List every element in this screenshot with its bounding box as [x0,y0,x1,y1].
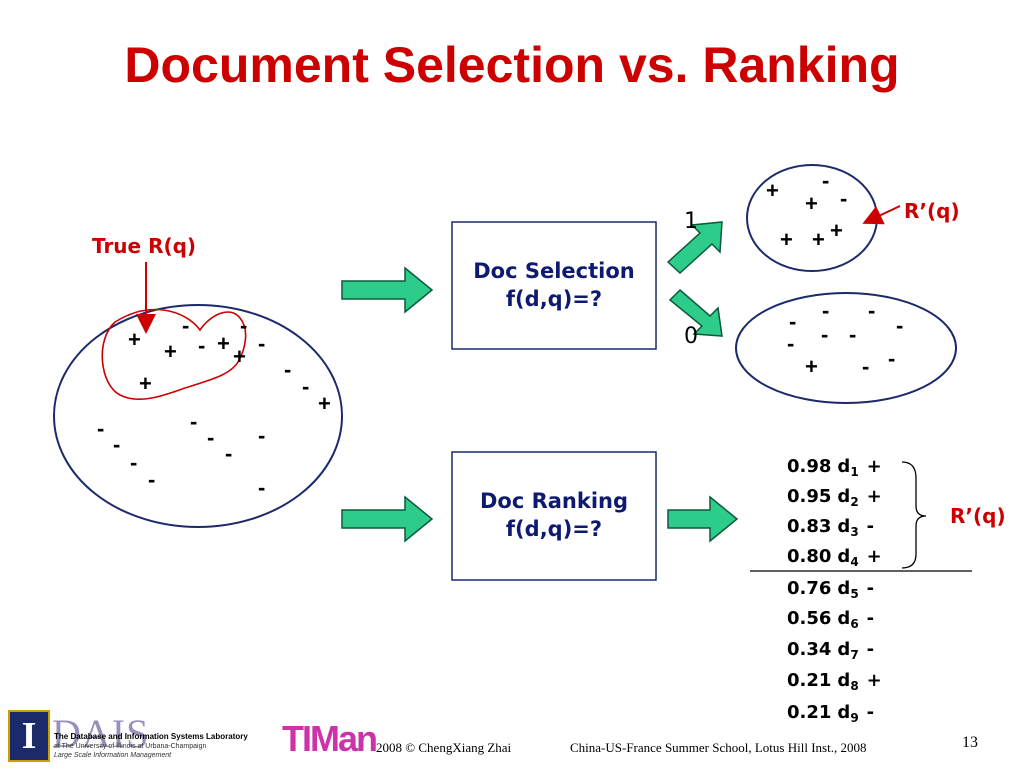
arrow-to-ranked-list [667,495,739,543]
doc-symbol: - [258,331,265,356]
doc-symbol: - [240,313,247,338]
doc-symbol: + [164,339,177,364]
rejected-set-symbols: - - - - - - - - + - [787,298,903,379]
doc-symbol: - [888,346,895,371]
true-rq-label: True R(q) [92,234,196,258]
arrow-branch-one [666,221,723,275]
doc-symbol: - [862,354,869,379]
doc-symbol: - [207,425,214,450]
dais-lab-affiliation: at The University of Illinois at Urbana-… [54,743,207,750]
branch-zero-label: 0 [684,324,698,349]
page-number: 13 [962,734,978,751]
doc-symbol: - [284,357,291,382]
doc-symbol: - [130,450,137,475]
arrow-branch-zero [668,288,723,337]
dais-lab-caption: The Database and Information Systems Lab… [54,732,284,760]
footer-event: China-US-France Summer School, Lotus Hil… [570,740,867,755]
dais-logo: DAIS [52,711,150,756]
arrow-to-selection [341,266,434,314]
selected-set-symbols: + - + - + + + [766,168,847,252]
doc-ranking-function: f(d,q)=? [506,517,602,541]
doc-symbol: + [139,371,152,396]
doc-symbol: - [789,309,796,334]
timan-logo: TIMan [282,718,378,759]
doc-symbol: + [812,227,825,252]
doc-symbol: + [830,218,843,243]
selected-rq-pointer [862,205,901,225]
doc-ranking-label: Doc Ranking [480,489,628,513]
doc-symbol: - [787,331,794,356]
doc-selection-function: f(d,q)=? [506,287,602,311]
doc-symbol: - [822,298,829,323]
rejected-set-ellipse [735,292,957,404]
slide-footer: I DAIS The Database and Information Syst… [0,700,1024,768]
doc-symbol: - [868,298,875,323]
university-logo: I [8,710,50,762]
doc-symbol: - [97,416,104,441]
ranked-rq-brace [901,461,927,569]
diagram-canvas: True R(q) + - - + - + + - + - - + - - - … [53,164,1006,693]
collection-ellipse [53,304,343,528]
doc-symbol: + [217,331,230,356]
doc-symbol: - [258,475,265,500]
doc-symbol: + [233,344,246,369]
dais-lab-name: The Database and Information Systems Lab… [54,732,248,741]
dais-lab-tagline: Large Scale Information Management [54,752,172,759]
doc-symbol: - [113,432,120,457]
doc-symbol: - [182,313,189,338]
doc-symbol: - [258,423,265,448]
doc-symbol: - [302,374,309,399]
ranked-rq-label: R’(q) [950,504,1006,528]
doc-symbol: + [805,354,818,379]
branch-one-label: 1 [684,209,698,234]
doc-symbol: - [822,168,829,193]
doc-symbol: - [225,441,232,466]
doc-selection-box [451,221,657,350]
collection-symbols: + - - + - + + - + - - + - - - - - - - - … [97,313,331,500]
doc-symbol: - [821,322,828,347]
doc-symbol: + [766,178,779,203]
doc-symbol: - [198,333,205,358]
footer-copyright: 2008 © ChengXiang Zhai [376,740,512,755]
doc-selection-label: Doc Selection [473,259,635,283]
arrow-to-ranking [341,495,434,543]
doc-symbol: - [148,467,155,492]
doc-symbol: + [318,391,331,416]
doc-symbol: + [128,327,141,352]
true-relevant-region [101,308,247,400]
selected-rq-label: R’(q) [904,199,960,223]
doc-symbol: - [190,409,197,434]
doc-symbol: + [805,191,818,216]
doc-symbol: - [840,186,847,211]
doc-symbol: - [896,313,903,338]
doc-ranking-box [451,451,657,581]
slide-title: Document Selection vs. Ranking [124,37,900,93]
doc-symbol: + [780,227,793,252]
doc-symbol: - [849,322,856,347]
